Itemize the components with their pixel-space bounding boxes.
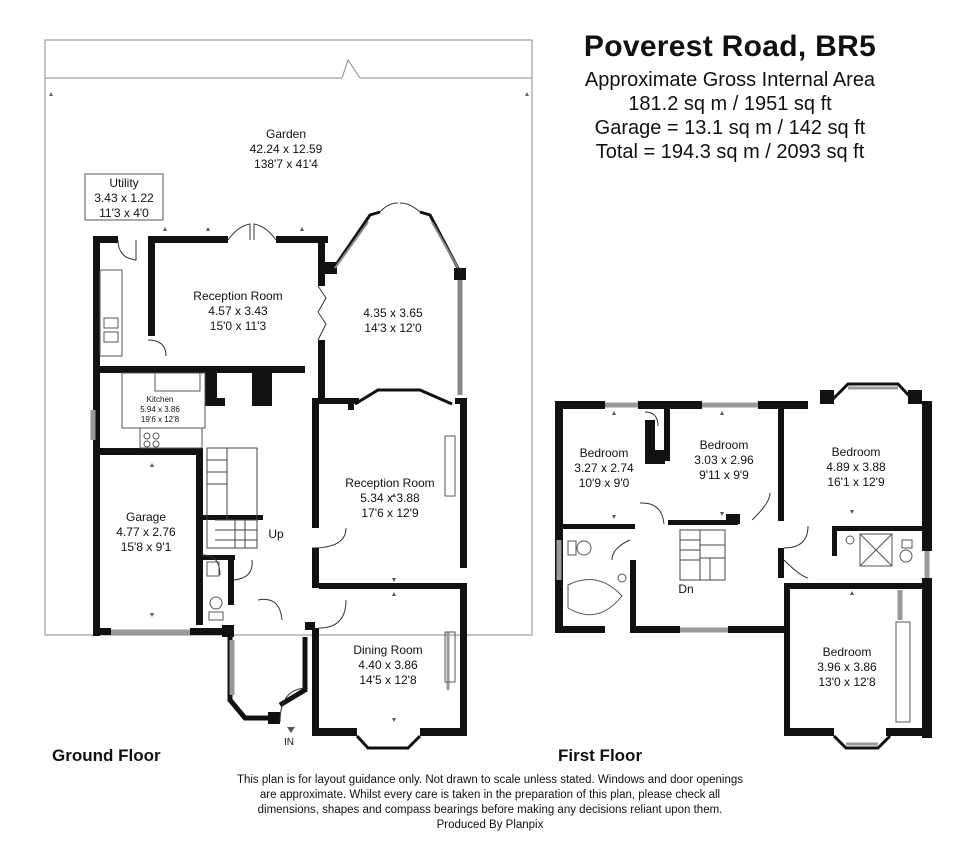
first-floor-bays — [828, 382, 917, 750]
windows — [90, 410, 450, 695]
bed1-metric: 3.27 x 2.74 — [574, 461, 634, 475]
garden-imperial: 138'7 x 41'4 — [254, 157, 318, 171]
first-floor-doors — [611, 411, 809, 579]
ground-floor-label: Ground Floor — [52, 746, 161, 765]
bed2-imperial: 9'11 x 9'9 — [699, 468, 749, 482]
stairs-ground — [206, 447, 258, 549]
dining-imperial: 14'5 x 12'8 — [359, 673, 417, 687]
bed4-name: Bedroom — [823, 645, 872, 659]
dining-bay — [355, 734, 422, 750]
area-main: 181.2 sq m / 1951 sq ft — [628, 93, 832, 115]
garage-name: Garage — [126, 510, 166, 524]
dining-name: Dining Room — [353, 643, 422, 657]
reception2-metric: 5.34 x 3.88 — [360, 491, 420, 505]
reception-bay — [354, 388, 453, 406]
area-total: Total = 194.3 sq m / 2093 sq ft — [595, 141, 865, 163]
utility-metric: 3.43 x 1.22 — [94, 191, 154, 205]
utility-name: Utility — [109, 176, 138, 190]
page-title: Poverest Road, BR5 — [583, 30, 877, 63]
disclaimer-line-1: This plan is for layout guidance only. N… — [236, 774, 744, 786]
reception1-imperial: 15'0 x 11'3 — [210, 319, 267, 333]
bed1-name: Bedroom — [580, 446, 629, 460]
bed3-imperial: 16'1 x 12'9 — [827, 475, 885, 489]
stairs-up-label: Up — [268, 527, 284, 541]
first-floor-label: First Floor — [558, 746, 643, 765]
stairs-first — [679, 529, 726, 581]
room-labels: Garden 42.24 x 12.59 138'7 x 41'4 Utilit… — [84, 127, 886, 748]
conservatory-imperial: 14'3 x 12'0 — [364, 321, 422, 335]
ground-wc — [206, 561, 224, 621]
entrance-label: IN — [284, 737, 294, 748]
kitchen-metric: 5.94 x 3.86 — [140, 405, 180, 414]
stairs-down-label: Dn — [678, 582, 693, 596]
conservatory-outline — [329, 210, 463, 395]
header: Poverest Road, BR5 Approximate Gross Int… — [520, 30, 940, 164]
first-floor-windows — [556, 386, 930, 746]
bed4-imperial: 13'0 x 12'8 — [818, 675, 876, 689]
porch — [227, 635, 308, 724]
first-floor-walls — [555, 390, 932, 738]
garden-area — [44, 39, 533, 636]
reception1-metric: 4.57 x 3.43 — [208, 304, 268, 318]
window-markers — [150, 227, 854, 733]
bed3-metric: 4.89 x 3.88 — [826, 460, 886, 474]
door-swings — [117, 202, 421, 723]
bed1-imperial: 10'9 x 9'0 — [579, 476, 630, 490]
conservatory-metric: 4.35 x 3.65 — [363, 306, 423, 320]
disclaimer-line-2: are approximate. Whilst every care is ta… — [259, 789, 721, 801]
utility-imperial: 11'3 x 4'0 — [99, 206, 149, 220]
garage-metric: 4.77 x 2.76 — [116, 525, 176, 539]
dining-metric: 4.40 x 3.86 — [358, 658, 418, 672]
garden-name: Garden — [266, 127, 306, 141]
reception2-name: Reception Room — [345, 476, 434, 490]
reception2-imperial: 17'6 x 12'9 — [361, 506, 419, 520]
kitchen-name: Kitchen — [147, 395, 174, 404]
bathroom-fittings — [567, 533, 913, 723]
reception1-name: Reception Room — [193, 289, 282, 303]
producer-credit: Produced By Planpix — [436, 819, 544, 831]
bed3-name: Bedroom — [832, 445, 881, 459]
bed2-name: Bedroom — [700, 438, 749, 452]
disclaimer-line-3: dimensions, shapes and compass bearings … — [257, 804, 723, 816]
bed2-metric: 3.03 x 2.96 — [694, 453, 754, 467]
bed4-metric: 3.96 x 3.86 — [817, 660, 877, 674]
garage-imperial: 15'8 x 9'1 — [121, 540, 172, 554]
area-garage: Garage = 13.1 sq m / 142 sq ft — [594, 117, 866, 139]
kitchen-fittings — [99, 269, 456, 683]
area-label: Approximate Gross Internal Area — [584, 69, 876, 91]
kitchen-imperial: 19'6 x 12'8 — [141, 415, 180, 424]
garden-metric: 42.24 x 12.59 — [250, 142, 323, 156]
disclaimer: This plan is for layout guidance only. N… — [195, 773, 785, 833]
